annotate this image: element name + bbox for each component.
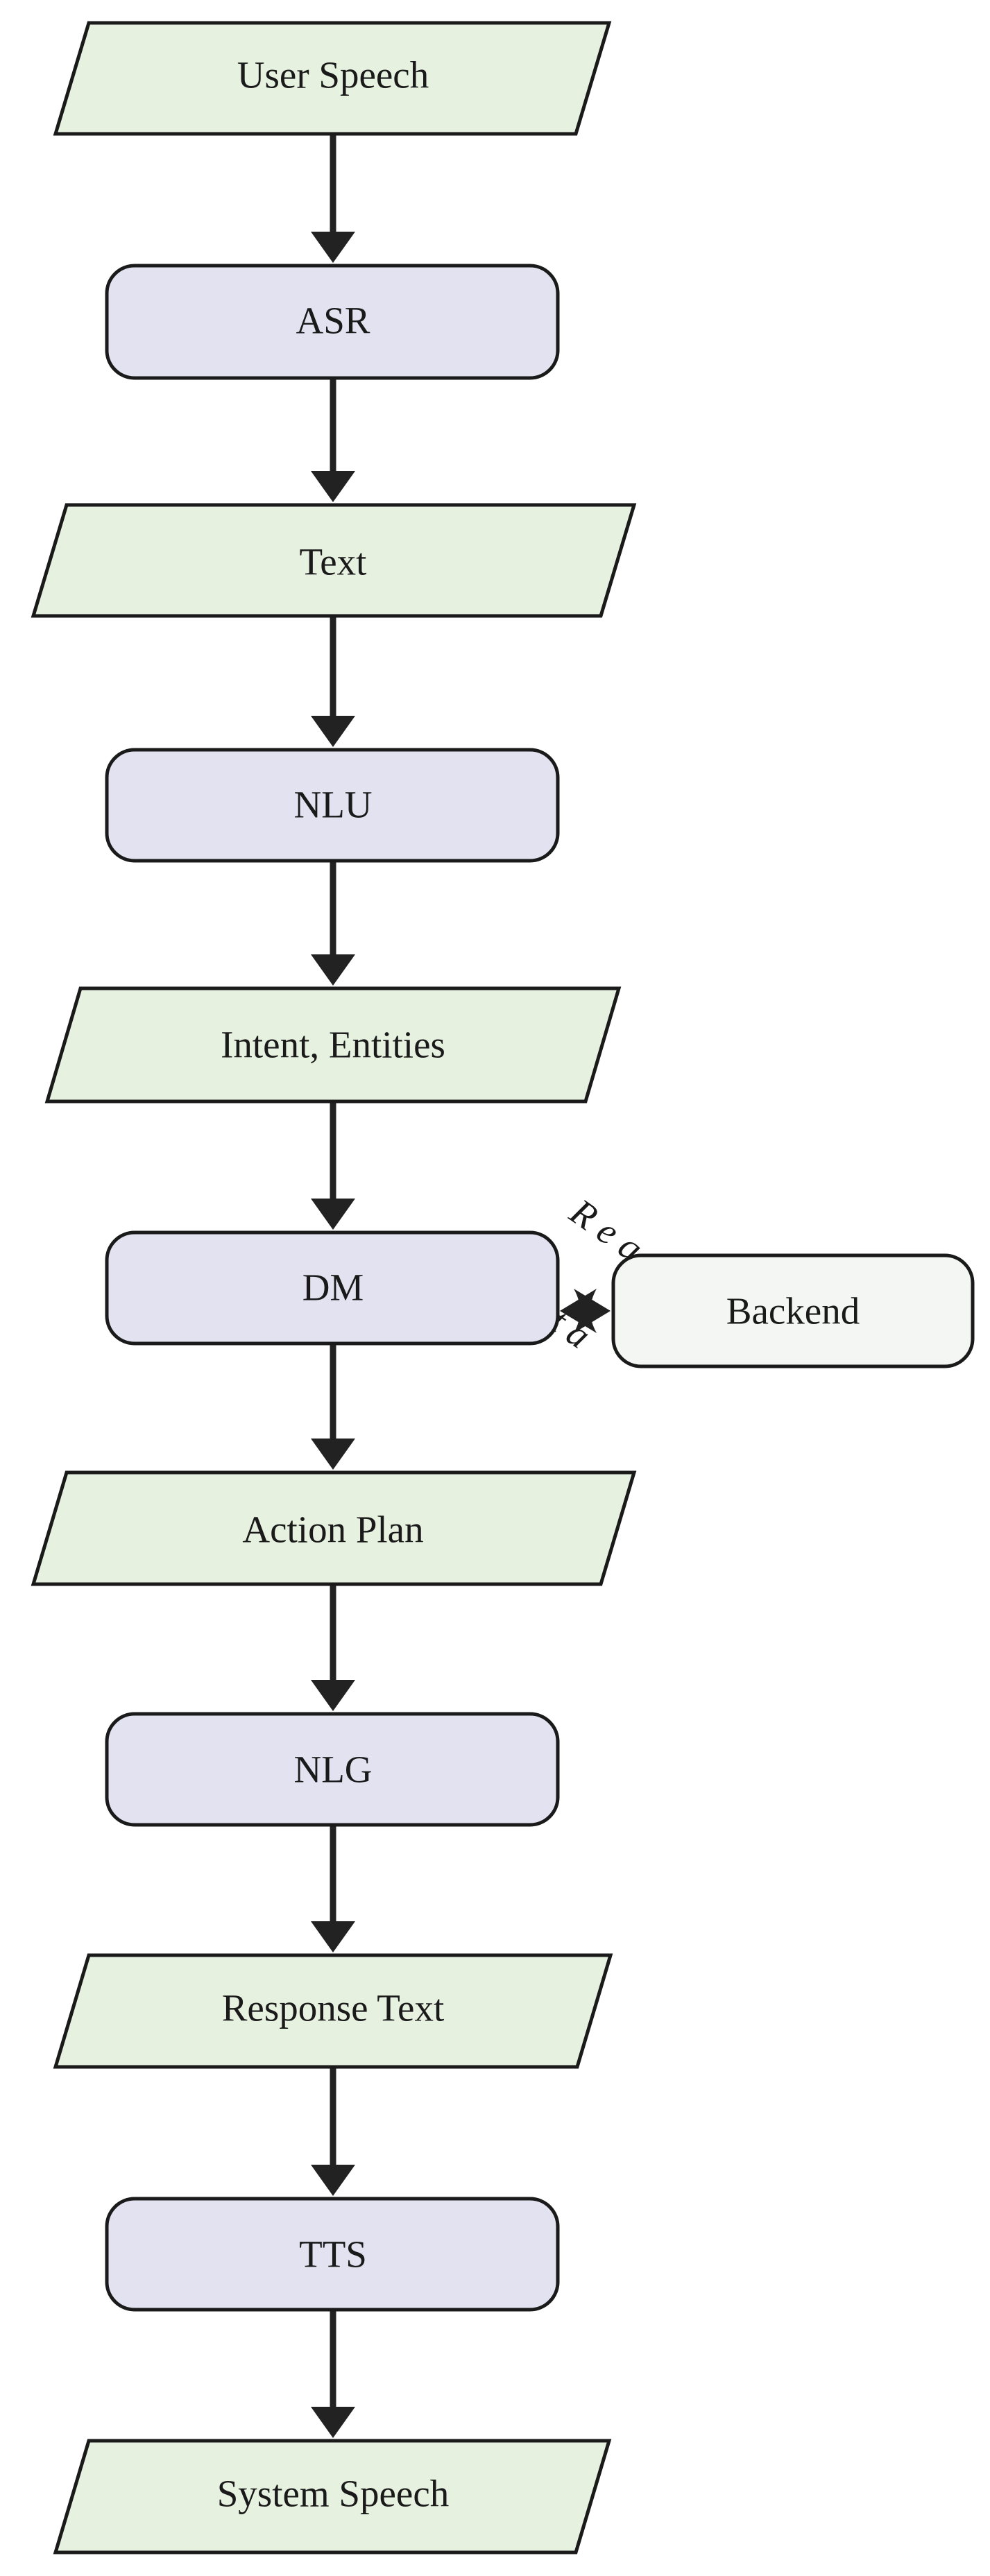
node-nlu: NLU	[105, 748, 560, 863]
node-user-speech: User Speech	[53, 21, 612, 136]
arrow-nlg-to-response-text	[311, 1825, 355, 1952]
node-system-speech: System Speech	[53, 2439, 612, 2554]
node-action-plan: Action Plan	[31, 1470, 637, 1586]
node-nlg: NLG	[105, 1712, 560, 1827]
node-label: NLU	[293, 784, 372, 826]
flow-arrows	[311, 134, 355, 2438]
arrow-asr-to-text	[311, 378, 355, 502]
arrow-head-to-backend	[574, 1289, 611, 1333]
node-label: TTS	[299, 2233, 367, 2276]
arrow-nlu-to-intent	[311, 861, 355, 986]
node-dm: DM	[105, 1230, 560, 1346]
node-label: System Speech	[217, 2473, 450, 2515]
arrow-tts-to-system-speech	[311, 2310, 355, 2438]
node-label: ASR	[296, 300, 370, 342]
node-label: NLG	[293, 1749, 372, 1791]
node-label: User Speech	[237, 54, 429, 96]
arrow-dm-to-action-plan	[311, 1343, 355, 1470]
node-label: Response Text	[222, 1987, 445, 2029]
arrow-user-speech-to-asr	[311, 134, 355, 263]
arrow-response-text-to-tts	[311, 2067, 355, 2196]
node-asr: ASR	[105, 264, 560, 380]
node-intent-entities: Intent, Entities	[44, 986, 622, 1104]
node-backend: Backend	[611, 1253, 975, 1368]
arrow-intent-to-dm	[311, 1101, 355, 1230]
node-label: Backend	[726, 1290, 860, 1332]
node-response-text: Response Text	[53, 1953, 613, 2069]
node-tts: TTS	[105, 2197, 560, 2312]
node-label: DM	[302, 1266, 364, 1309]
node-text: Text	[31, 503, 637, 618]
node-label: Text	[300, 541, 367, 583]
node-label: Intent, Entities	[221, 1024, 445, 1066]
arrow-text-to-nlu	[311, 616, 355, 747]
node-label: Action Plan	[242, 1509, 423, 1551]
arrow-action-plan-to-nlg	[311, 1584, 355, 1711]
